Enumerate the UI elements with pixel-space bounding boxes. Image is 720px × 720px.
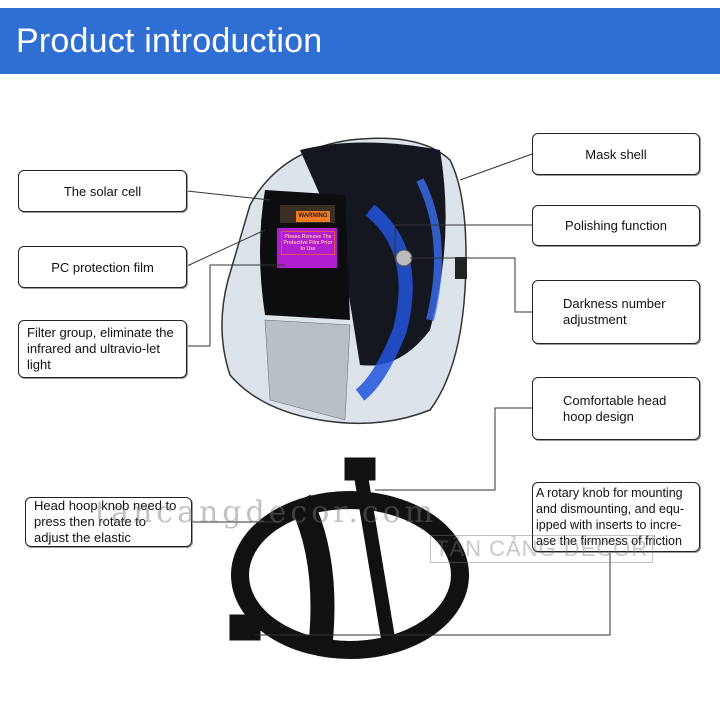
- header-banner: Product introduction: [0, 8, 720, 74]
- callout-solar-cell: The solar cell: [18, 170, 187, 212]
- callout-filter-group: Filter group, eliminate the infrared and…: [18, 320, 187, 378]
- callout-darkness-adjustment: Darkness number adjustment: [532, 280, 700, 344]
- callout-rotary-knob: A rotary knob for mounting and dismounti…: [532, 482, 700, 552]
- callout-polishing-function: Polishing function: [532, 205, 700, 246]
- callout-head-hoop-knob: Head hoop knob need to press then rotate…: [25, 497, 192, 547]
- head-hoop-image: [229, 457, 469, 659]
- helmet-warning-text: Please Remove The Protective Film Prior …: [281, 231, 335, 255]
- welding-helmet-image: [221, 137, 467, 425]
- callout-lines: [186, 153, 611, 636]
- watermark-brand: TÂN CẢNG DECOR: [430, 535, 654, 563]
- helmet-warning-label: WARNING: [296, 211, 330, 222]
- callout-mask-shell: Mask shell: [532, 133, 700, 175]
- page-title: Product introduction: [16, 22, 323, 60]
- callout-pc-protection-film: PC protection film: [18, 246, 187, 288]
- callout-head-hoop-design: Comfortable head hoop design: [532, 377, 700, 440]
- watermark-url: tancangdecor.com: [95, 495, 438, 530]
